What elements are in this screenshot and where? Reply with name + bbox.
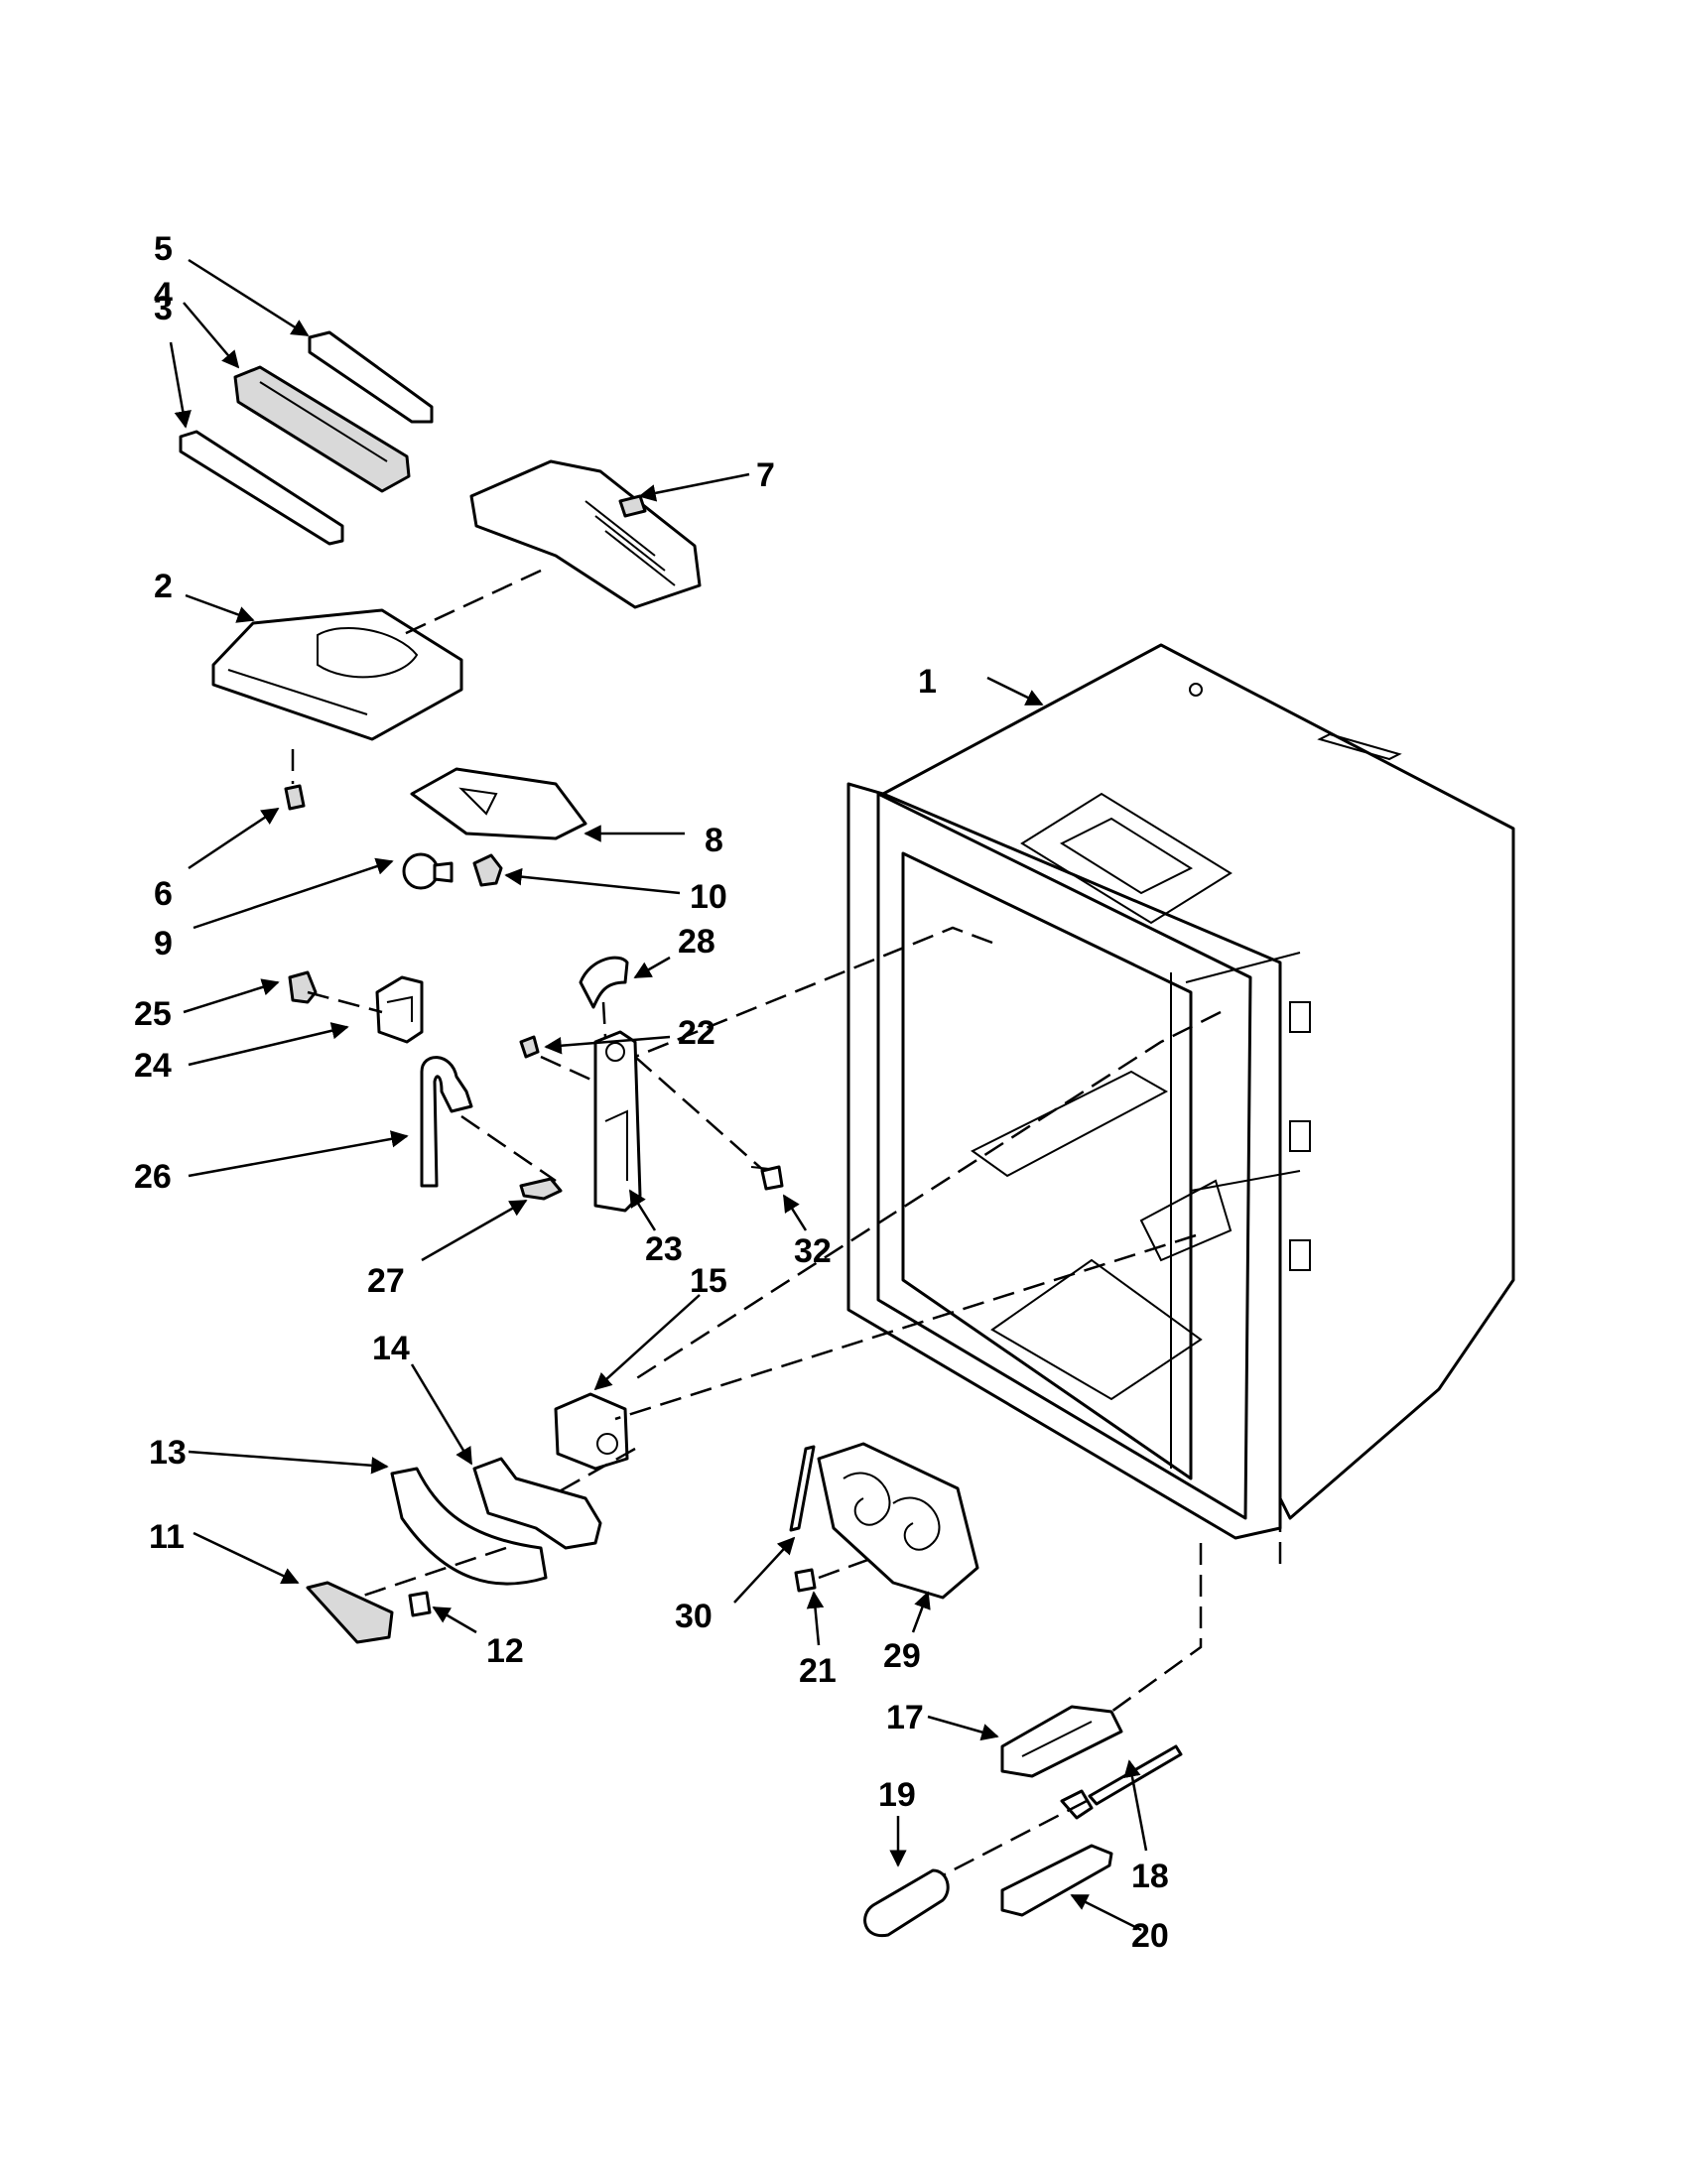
part-12-screw	[408, 1591, 432, 1617]
part-19-filter	[863, 1868, 950, 1938]
part-5-bracket	[308, 330, 434, 424]
part-11-grille	[306, 1581, 394, 1644]
callout-1: 1	[918, 663, 937, 701]
callout-22: 22	[678, 1014, 715, 1052]
callout-3: 3	[154, 290, 173, 327]
callout-14: 14	[372, 1330, 410, 1367]
callout-18: 18	[1131, 1858, 1169, 1895]
part-29-tubing	[817, 1442, 979, 1600]
callout-6: 6	[154, 875, 173, 913]
callout-30: 30	[675, 1598, 713, 1635]
part-30-fitting	[789, 1445, 816, 1532]
callout-20: 20	[1131, 1917, 1169, 1955]
part-27-clip	[519, 1177, 563, 1201]
callout-2: 2	[154, 568, 173, 605]
part-14-lever	[472, 1457, 602, 1550]
callout-27: 27	[367, 1262, 405, 1300]
part-6-switch	[284, 784, 306, 811]
part-18-filter-head	[1060, 1744, 1183, 1820]
callout-9: 9	[154, 925, 173, 963]
part-28-cover	[579, 956, 629, 1009]
part-22-clip	[519, 1035, 540, 1059]
assembly-lines	[291, 569, 1282, 1877]
part-17-filter-bracket	[1000, 1705, 1123, 1778]
callout-13: 13	[149, 1434, 187, 1472]
part-26-tube	[420, 1056, 473, 1188]
part-25-switch	[288, 970, 318, 1004]
callout-7: 7	[756, 456, 775, 494]
callout-21: 21	[799, 1652, 837, 1690]
callout-17: 17	[886, 1699, 924, 1736]
part-8-lens	[410, 767, 587, 840]
callout-23: 23	[645, 1230, 683, 1268]
callout-28: 28	[678, 923, 715, 961]
callout-8: 8	[705, 822, 723, 859]
part-3-strip	[179, 430, 344, 546]
callout-15: 15	[690, 1262, 727, 1300]
part-2-light-housing	[211, 608, 463, 741]
callout-labels: 1 2 3 4 5 6 7 8 9 10 11 12 13 14 15 17 1…	[134, 230, 1169, 1955]
callout-29: 29	[883, 1637, 921, 1675]
callout-19: 19	[878, 1776, 916, 1814]
liner-cabinet	[846, 643, 1515, 1540]
callout-5: 5	[154, 230, 173, 268]
part-23-panel	[593, 1030, 642, 1213]
part-15-housing	[554, 1392, 629, 1471]
callout-25: 25	[134, 995, 172, 1033]
part-32-screw	[750, 1165, 784, 1191]
part-13-tray	[390, 1467, 548, 1586]
part-24-bracket	[375, 975, 424, 1044]
callout-32: 32	[794, 1232, 832, 1270]
part-4-control-housing	[233, 365, 411, 493]
callout-4: 4	[154, 276, 173, 314]
callout-11: 11	[149, 1518, 185, 1556]
callout-12: 12	[486, 1632, 524, 1670]
part-9-bulb	[402, 852, 454, 890]
part-10-socket	[472, 853, 503, 887]
leader-lines	[169, 258, 1148, 1932]
part-7-vent-cover	[469, 459, 702, 609]
callout-26: 26	[134, 1158, 172, 1196]
callout-24: 24	[134, 1047, 172, 1085]
part-20-filter-cover	[1000, 1844, 1113, 1917]
part-21-screw	[794, 1568, 817, 1593]
callout-10: 10	[690, 878, 727, 916]
